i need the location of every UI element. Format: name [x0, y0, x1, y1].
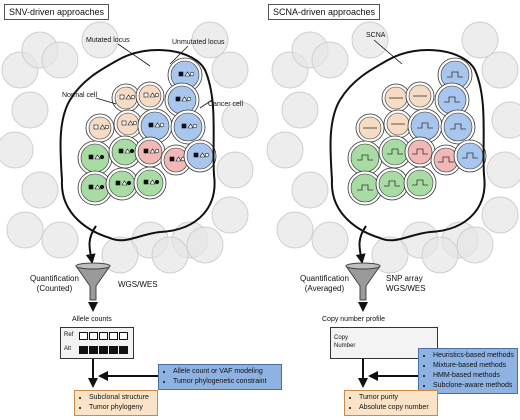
quantification-scna: Quantification (Averaged): [300, 274, 349, 293]
copy-number-label: Copy Number: [334, 335, 356, 349]
label-mutated-locus: Mutated locus: [86, 37, 130, 44]
copy-number-box: Copy Number: [330, 327, 438, 359]
readout-title-snv: Allele counts: [72, 316, 112, 323]
ref-label: Ref: [64, 332, 74, 338]
panel-title-snv: SNV-driven approaches: [4, 4, 110, 20]
background-cells-right: [266, 21, 520, 274]
platform-snv: WGS/WES: [118, 280, 158, 289]
output-item: Tumor phylogeny: [89, 403, 153, 413]
background-cells-left: [0, 21, 259, 274]
method-item: HMM-based methods: [433, 371, 513, 381]
label-scna: SCNA: [366, 32, 386, 39]
tumor-cells-snv: [77, 57, 217, 206]
alt-allele-square: [119, 346, 128, 354]
ref-allele-square: [109, 332, 118, 340]
alt-allele-square: [89, 346, 98, 354]
method-item: Tumor phylogenetic constraint: [173, 377, 277, 387]
platform-scna: SNP array WGS/WES: [386, 274, 426, 293]
label-unmutated-locus: Unmutated locus: [172, 39, 225, 46]
output-item: Absolute copy number: [359, 403, 433, 413]
method-item: Heuristics-based methods: [433, 351, 514, 361]
outputs-box-snv: Subclonal structure Tumor phylogeny: [74, 390, 158, 416]
label-cancer-cell: Cancer cell: [208, 101, 244, 108]
method-item: Subclone-aware methods: [433, 381, 513, 391]
funnel-icon: [75, 262, 111, 301]
readout-title-scna: Copy number profile: [322, 316, 386, 323]
tumor-cells-scna: [347, 57, 487, 206]
alt-label: Alt: [64, 346, 72, 352]
alt-allele-square: [99, 346, 108, 354]
allele-counts-box: Ref Alt: [60, 327, 134, 359]
quantification-snv: Quantification (Counted): [30, 274, 79, 293]
ref-allele-square: [99, 332, 108, 340]
label-normal-cell: Normal cell: [62, 92, 98, 99]
methods-box-snv: Allele count or VAF modeling Tumor phylo…: [158, 364, 282, 390]
ref-allele-square: [89, 332, 98, 340]
methods-box-scna: Heuristics-based methods Mixture-based m…: [418, 348, 518, 394]
ref-allele-square: [79, 332, 88, 340]
alt-allele-square: [79, 346, 88, 354]
outputs-box-scna: Tumor purity Absolute copy number: [344, 390, 438, 416]
output-item: Tumor purity: [359, 393, 433, 403]
flow-arrow-scna: [355, 225, 367, 264]
funnel-icon: [345, 262, 381, 301]
tumor-outline-snv: [59, 49, 216, 242]
panel-title-scna: SCNA-driven approaches: [268, 4, 381, 20]
alt-allele-square: [109, 346, 118, 354]
flow-arrow-snv: [85, 225, 97, 264]
ref-allele-square: [119, 332, 128, 340]
method-item: Allele count or VAF modeling: [173, 367, 277, 377]
method-item: Mixture-based methods: [433, 361, 513, 371]
output-item: Subclonal structure: [89, 393, 153, 403]
tumor-outline-scna: [329, 49, 486, 242]
